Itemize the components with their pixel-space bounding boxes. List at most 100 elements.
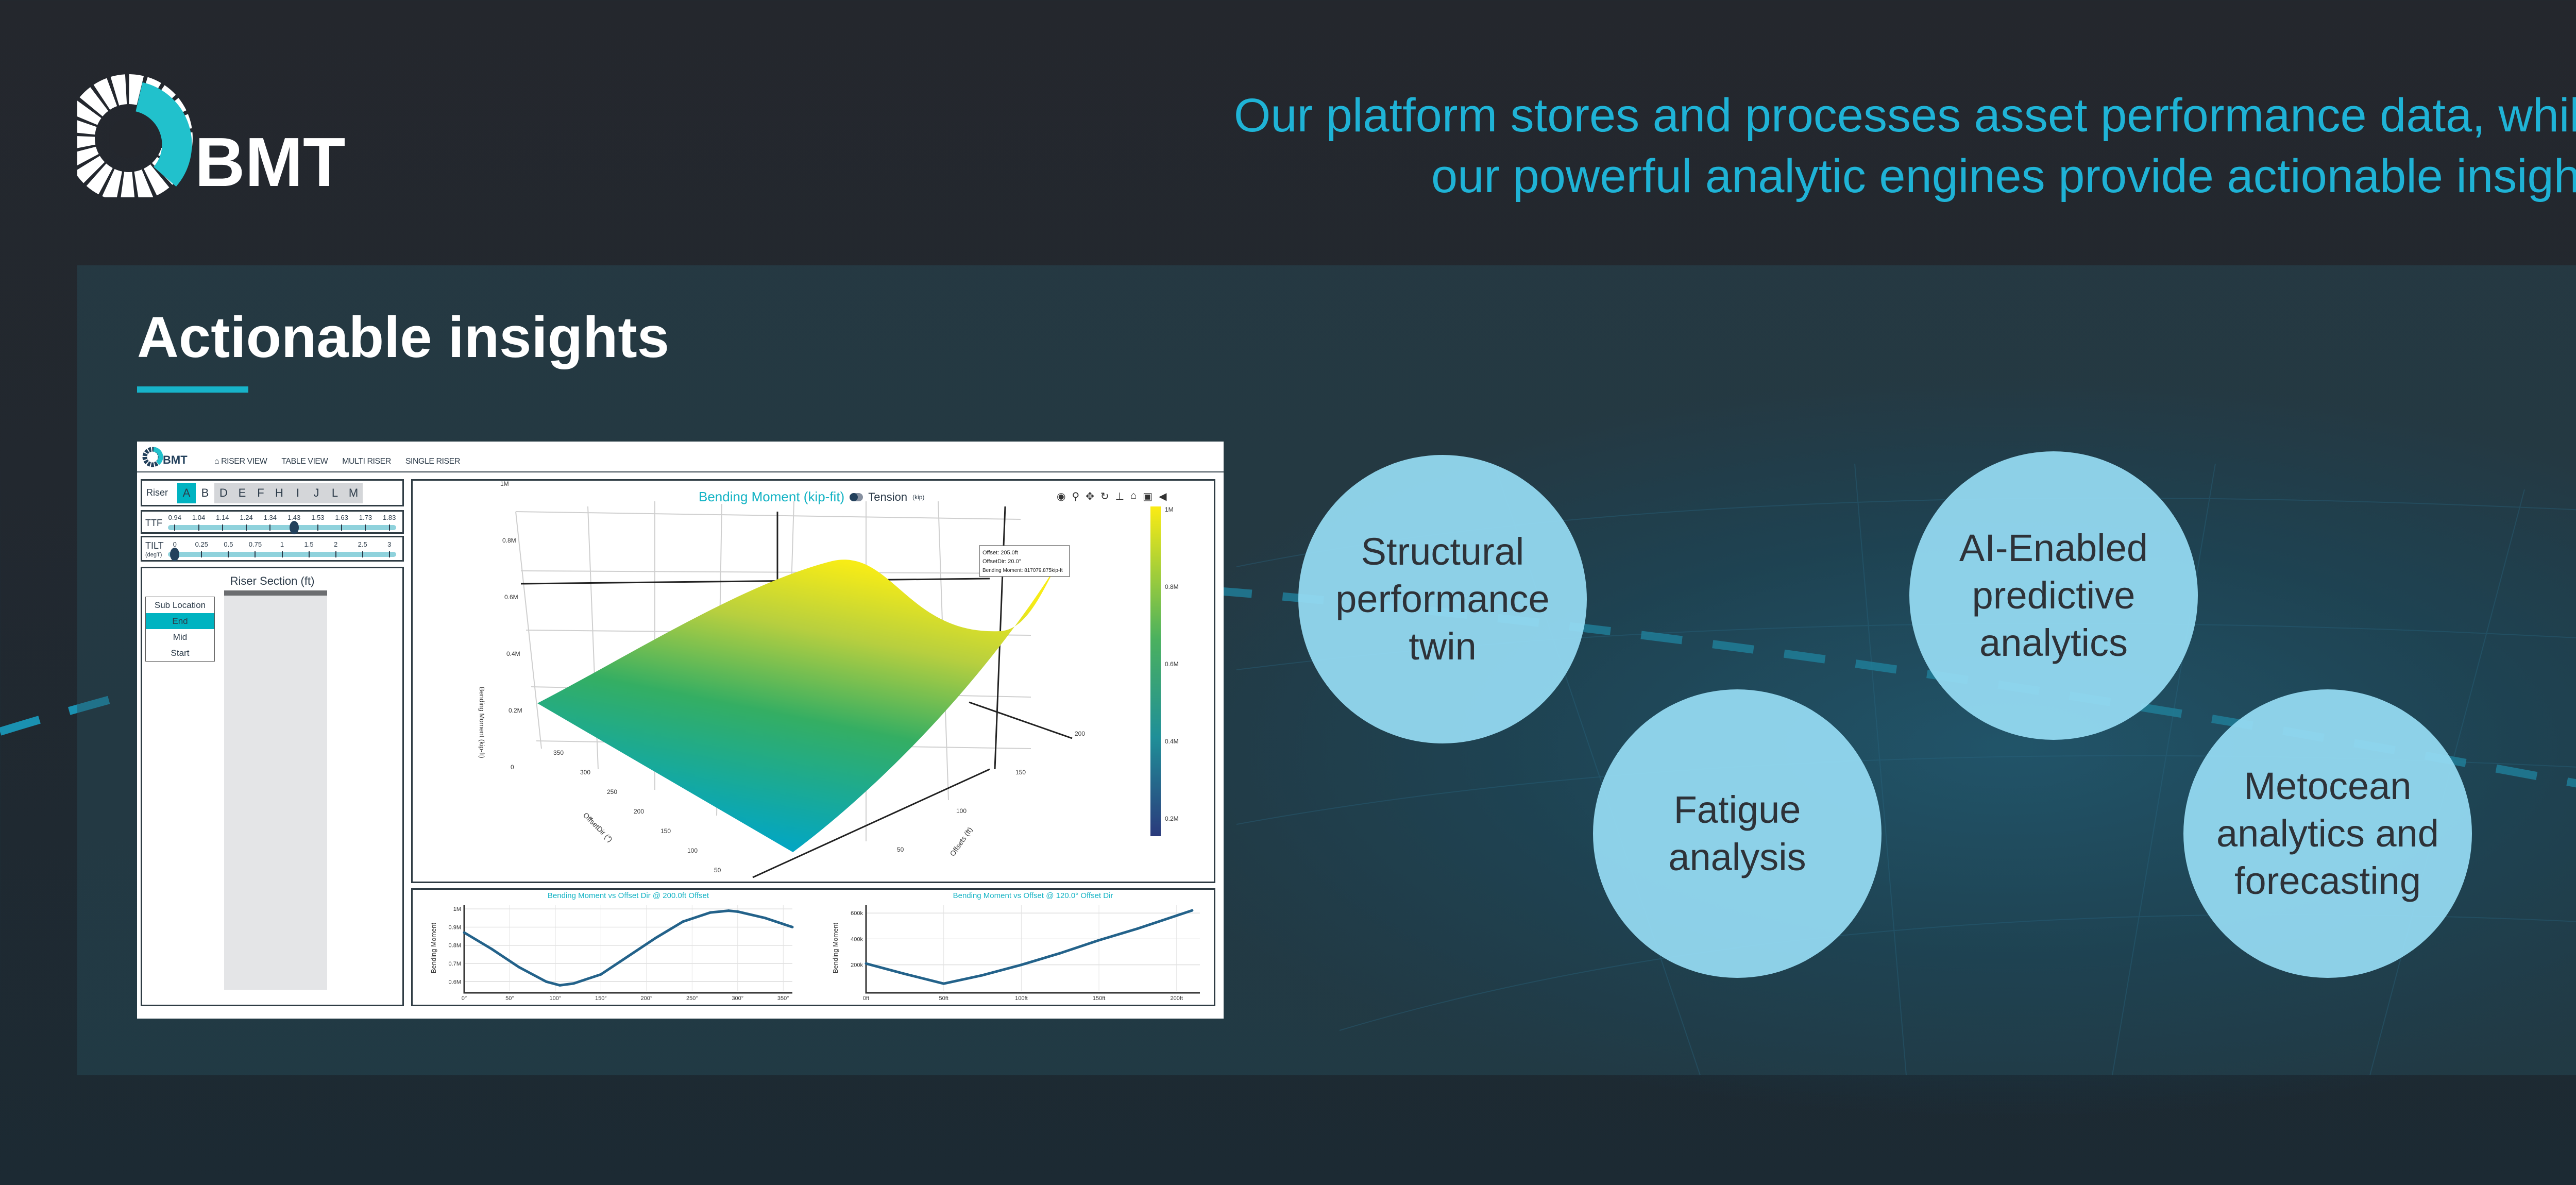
slider-tick [269, 524, 271, 531]
x-axis-label: OffsetDir (°) [582, 811, 614, 843]
tooltip-offsetdir: OffsetDir: 20.0° [982, 558, 1021, 565]
x-tick: 300 [580, 769, 590, 776]
data-point [736, 910, 739, 913]
riser-section-bar[interactable] [224, 590, 327, 990]
riser-option-I[interactable]: I [289, 482, 307, 503]
data-point [764, 917, 767, 920]
riser-option-D[interactable]: D [214, 482, 233, 503]
slider-tick [365, 524, 366, 531]
svg-text:BMT: BMT [195, 123, 345, 197]
riser-option-B[interactable]: B [201, 486, 209, 499]
orbit-icon[interactable]: ↻ [1100, 491, 1109, 502]
turntable-icon[interactable]: ⊥ [1115, 491, 1125, 502]
z-tick: 1M [500, 481, 509, 487]
slider-tick-label: 0.5 [224, 540, 233, 548]
riser-option-M[interactable]: M [344, 482, 363, 503]
data-point [903, 972, 906, 975]
riser-option-L[interactable]: L [326, 482, 344, 503]
data-point [1097, 939, 1100, 942]
x-tick-label: 250° [686, 995, 698, 1002]
x-tick-label: 350° [777, 995, 789, 1002]
sub-location-end[interactable]: End [146, 613, 214, 629]
data-point [1175, 914, 1178, 917]
x-tick: 200 [634, 808, 644, 815]
x-tick-label: 50° [505, 995, 514, 1002]
riser-option-H[interactable]: H [270, 482, 289, 503]
home-icon[interactable]: ⌂ [1130, 490, 1137, 501]
line-chart-1: Bending Moment vs Offset Dir @ 200.0ft O… [430, 891, 794, 1002]
axis-lines [865, 905, 1200, 994]
y-tick-label: 0.6M [449, 979, 461, 985]
pan-icon[interactable]: ✥ [1086, 491, 1094, 502]
colorbar-tick: 0.8M [1165, 583, 1179, 590]
camera-icon[interactable]: ◉ [1057, 491, 1066, 502]
dashboard-nav: BMT ⌂ RISER VIEW TABLE VIEW MULTI RISER … [137, 442, 1224, 472]
x-tick-label: 100° [550, 995, 562, 1002]
slider-tick [198, 524, 199, 531]
line-charts: Bending Moment vs Offset Dir @ 200.0ft O… [430, 891, 1200, 1002]
nav-multi-riser[interactable]: MULTI RISER [342, 457, 391, 466]
riser-option-F[interactable]: F [251, 482, 270, 503]
slider-knob[interactable] [170, 548, 180, 561]
series-line[interactable] [463, 909, 793, 987]
tilt-unit: (degT) [145, 552, 162, 558]
y-tick: 200 [1075, 730, 1085, 737]
feature-ai-analytics: AI-Enabled predictive analytics [1909, 451, 2198, 740]
riser-option-E[interactable]: E [233, 482, 251, 503]
y-tick-label: 400k [851, 936, 863, 942]
bmt-logo: BMT [77, 74, 345, 197]
heading-underline [137, 386, 248, 393]
data-point [981, 974, 984, 977]
series-line[interactable] [866, 909, 1193, 985]
slider-tick [388, 551, 390, 557]
dashboard-logo: BMT [142, 447, 188, 467]
tension-unit: (kip) [912, 493, 925, 501]
svg-text:BMT: BMT [163, 453, 188, 466]
y-tick-label: 0.7M [449, 961, 461, 967]
tension-toggle[interactable] [850, 493, 863, 501]
riser-section-handle[interactable] [224, 590, 327, 596]
slider-track[interactable] [168, 525, 396, 530]
video-icon[interactable]: ▣ [1143, 491, 1153, 502]
riser-option-A[interactable]: A [177, 482, 196, 503]
x-tick-label: 150° [595, 995, 607, 1002]
x-tick-label: 0ft [863, 995, 869, 1002]
feature-structural-twin: Structural performance twin [1298, 455, 1587, 743]
z-axis-label: Bending Moment (kip-ft) [478, 687, 486, 758]
z-tick: 0.8M [502, 537, 516, 544]
surface-mesh[interactable] [537, 560, 1056, 852]
data-point [791, 925, 794, 928]
tension-label: Tension [868, 490, 908, 503]
z-tick: 0 [511, 764, 514, 771]
slider-tick-label: 0.94 [168, 514, 181, 521]
slider-tick [335, 551, 336, 557]
x-tick: 250 [607, 788, 617, 795]
nav-single-riser[interactable]: SINGLE RISER [405, 457, 461, 466]
slider-tick [362, 551, 363, 557]
slider-tick-label: 1.24 [240, 514, 253, 521]
riser-label: Riser [146, 487, 168, 498]
slider-tick [222, 524, 223, 531]
slider-tick-label: 1.53 [311, 514, 325, 521]
tag-icon[interactable]: ◀ [1159, 491, 1167, 502]
riser-option-J[interactable]: J [307, 482, 326, 503]
feature-metocean: Metocean analytics and forecasting [2183, 689, 2472, 978]
slider-knob[interactable] [289, 521, 299, 534]
plot3d-panel: Bending Moment (kip-fit) Tension (kip) ◉… [411, 479, 1215, 883]
zoom-icon[interactable]: ⚲ [1072, 491, 1080, 502]
y-axis-label: Bending Moment [430, 922, 437, 973]
nav-table-view[interactable]: TABLE VIEW [281, 457, 328, 466]
sub-location-mid[interactable]: Mid [173, 632, 188, 642]
tagline-line-1: Our platform stores and processes asset … [1233, 89, 2576, 142]
sub-location-start[interactable]: Start [171, 648, 190, 658]
data-point [572, 982, 575, 985]
slider-tick [341, 524, 343, 531]
slider-tick [228, 551, 229, 557]
data-point [1059, 952, 1062, 955]
nav-riser-view[interactable]: ⌂ RISER VIEW [214, 457, 267, 466]
